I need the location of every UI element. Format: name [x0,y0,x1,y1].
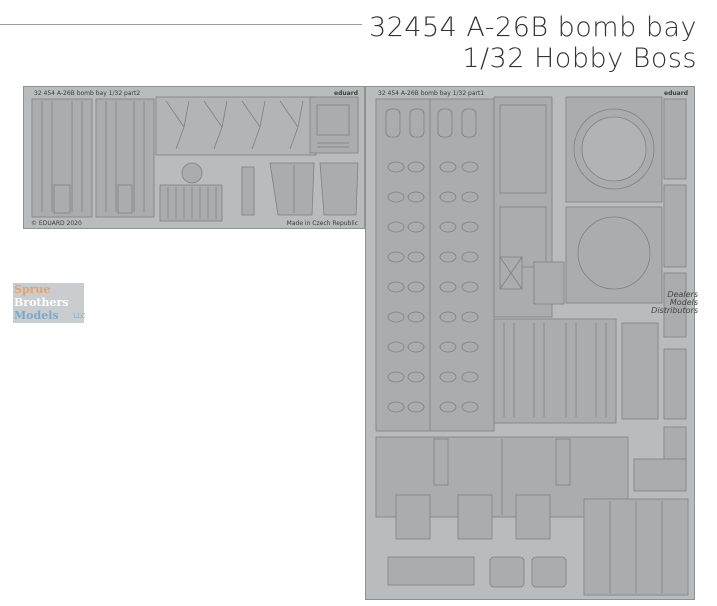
sheet1-parts-drawing [375,96,689,596]
sprue-brothers-watermark: Sprue Brothers Models LLC [13,283,86,323]
sheet2-label: 32 454 A-26B bomb bay 1/32 part2 [34,90,141,97]
photo-etch-sheet-part2: 32 454 A-26B bomb bay 1/32 part2 eduard … [23,86,365,229]
photo-etch-sheet-part1: 32 454 A-26B bomb bay 1/32 part1 eduard [365,86,695,600]
header-rule [0,24,362,25]
sheet2-copyright: © EDUARD 2020 [31,220,82,227]
sheet2-parts-drawing [31,96,359,222]
sheet1-label: 32 454 A-26B bomb bay 1/32 part1 [378,90,485,97]
sheet2-origin: Made in Czech Republic [286,220,358,227]
sheet2-brand: eduard [334,90,358,97]
distributor-stamp: Dealers Models Distributors [651,290,698,315]
scale-brand-title: 1/32 Hobby Boss [462,43,697,74]
sheet1-brand: eduard [664,90,688,97]
product-code-title: 32454 A-26B bomb bay [368,12,697,43]
